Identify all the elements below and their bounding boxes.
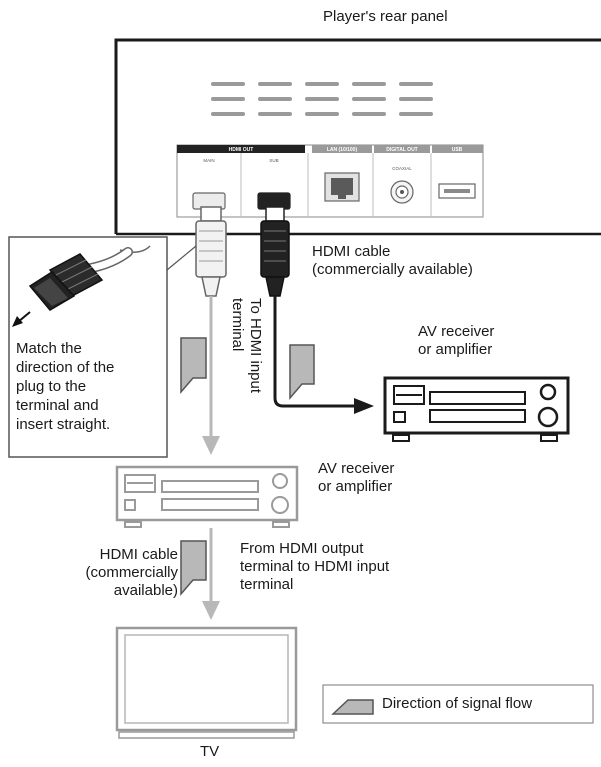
hdmi-cable-bottom-label-line-1: HDMI cable [99,546,178,563]
hdmi-cable-top-label-line-1: HDMI cable [312,243,391,260]
plug-note-line-1: Match the [16,340,82,357]
tv-label: TV [200,743,220,760]
vent-slots [211,82,433,116]
cable-arrowhead-icon [202,601,220,620]
av-receiver-middle-label-line-1: AV receiver [318,460,395,477]
to-hdmi-input-line-2: terminal [229,298,246,352]
main-terminal-label: MAIN [203,158,214,163]
av-receiver-middle-icon [115,465,299,528]
to-hdmi-input-label: To HDMI input terminal [191,298,264,418]
legend [322,684,594,724]
av-receiver-right-icon [383,376,570,442]
legend-label: Direction of signal flow [382,695,533,712]
player-rear-panel: HDMI OUT LAN (10/100) DIGITAL OUT USB MA… [114,38,601,236]
lan-port-icon [324,172,360,202]
plug-note-line-2: direction of the [16,359,115,376]
plug-orientation-inset [8,236,197,458]
sub-terminal-label: SUB [269,158,278,163]
hdmi-out-label: HDMI OUT [229,147,254,153]
hdmi-cable-bottom-label-line-3: available) [113,582,178,599]
usb-label: USB [452,147,463,153]
digital-out-label: DIGITAL OUT [386,147,417,153]
hdmi-plug-main-icon [195,206,227,297]
tv-icon [115,626,298,739]
av-receiver-right-label-line-2: or amplifier [418,341,493,358]
from-hdmi-output-label-line-1: From HDMI output [240,540,364,557]
signal-flow-arrow-icon [180,540,207,597]
plug-note-line-4: terminal and [16,397,99,414]
from-hdmi-output-label-line-3: terminal [240,576,294,593]
plug-note-line-3: plug to the [16,378,87,395]
hdmi-plug-angled-icon [28,253,104,311]
rear-panel-label: Player's rear panel [323,8,448,25]
av-receiver-right-label-line-1: AV receiver [418,323,495,340]
from-hdmi-output-label-line-2: terminal to HDMI input [240,558,390,575]
hdmi-cable-sub [273,296,358,408]
coaxial-label: COAXIAL [392,166,412,171]
hdmi-cable-bottom-label-line-2: (commercially [85,564,178,581]
hdmi-out-header [177,145,305,153]
signal-flow-legend-icon [331,699,374,715]
to-hdmi-input-line-1: To HDMI input [247,298,264,394]
usb-port-icon [438,183,476,199]
signal-flow-arrow-icon [180,337,207,395]
hdmi-plug-sub-icon [260,206,290,297]
signal-flow-arrow-icon [289,344,315,401]
cable-arrowhead-icon [354,398,374,414]
hdmi-cable-top-label-line-2: (commercially available) [312,261,473,278]
plug-note-line-5: insert straight. [16,416,111,433]
insert-direction-arrow-icon [12,316,23,327]
lan-label: LAN (10/100) [327,147,358,153]
cable-arrowhead-icon [202,436,220,455]
coaxial-port-icon [390,180,414,204]
av-receiver-middle-label-line-2: or amplifier [318,478,393,495]
